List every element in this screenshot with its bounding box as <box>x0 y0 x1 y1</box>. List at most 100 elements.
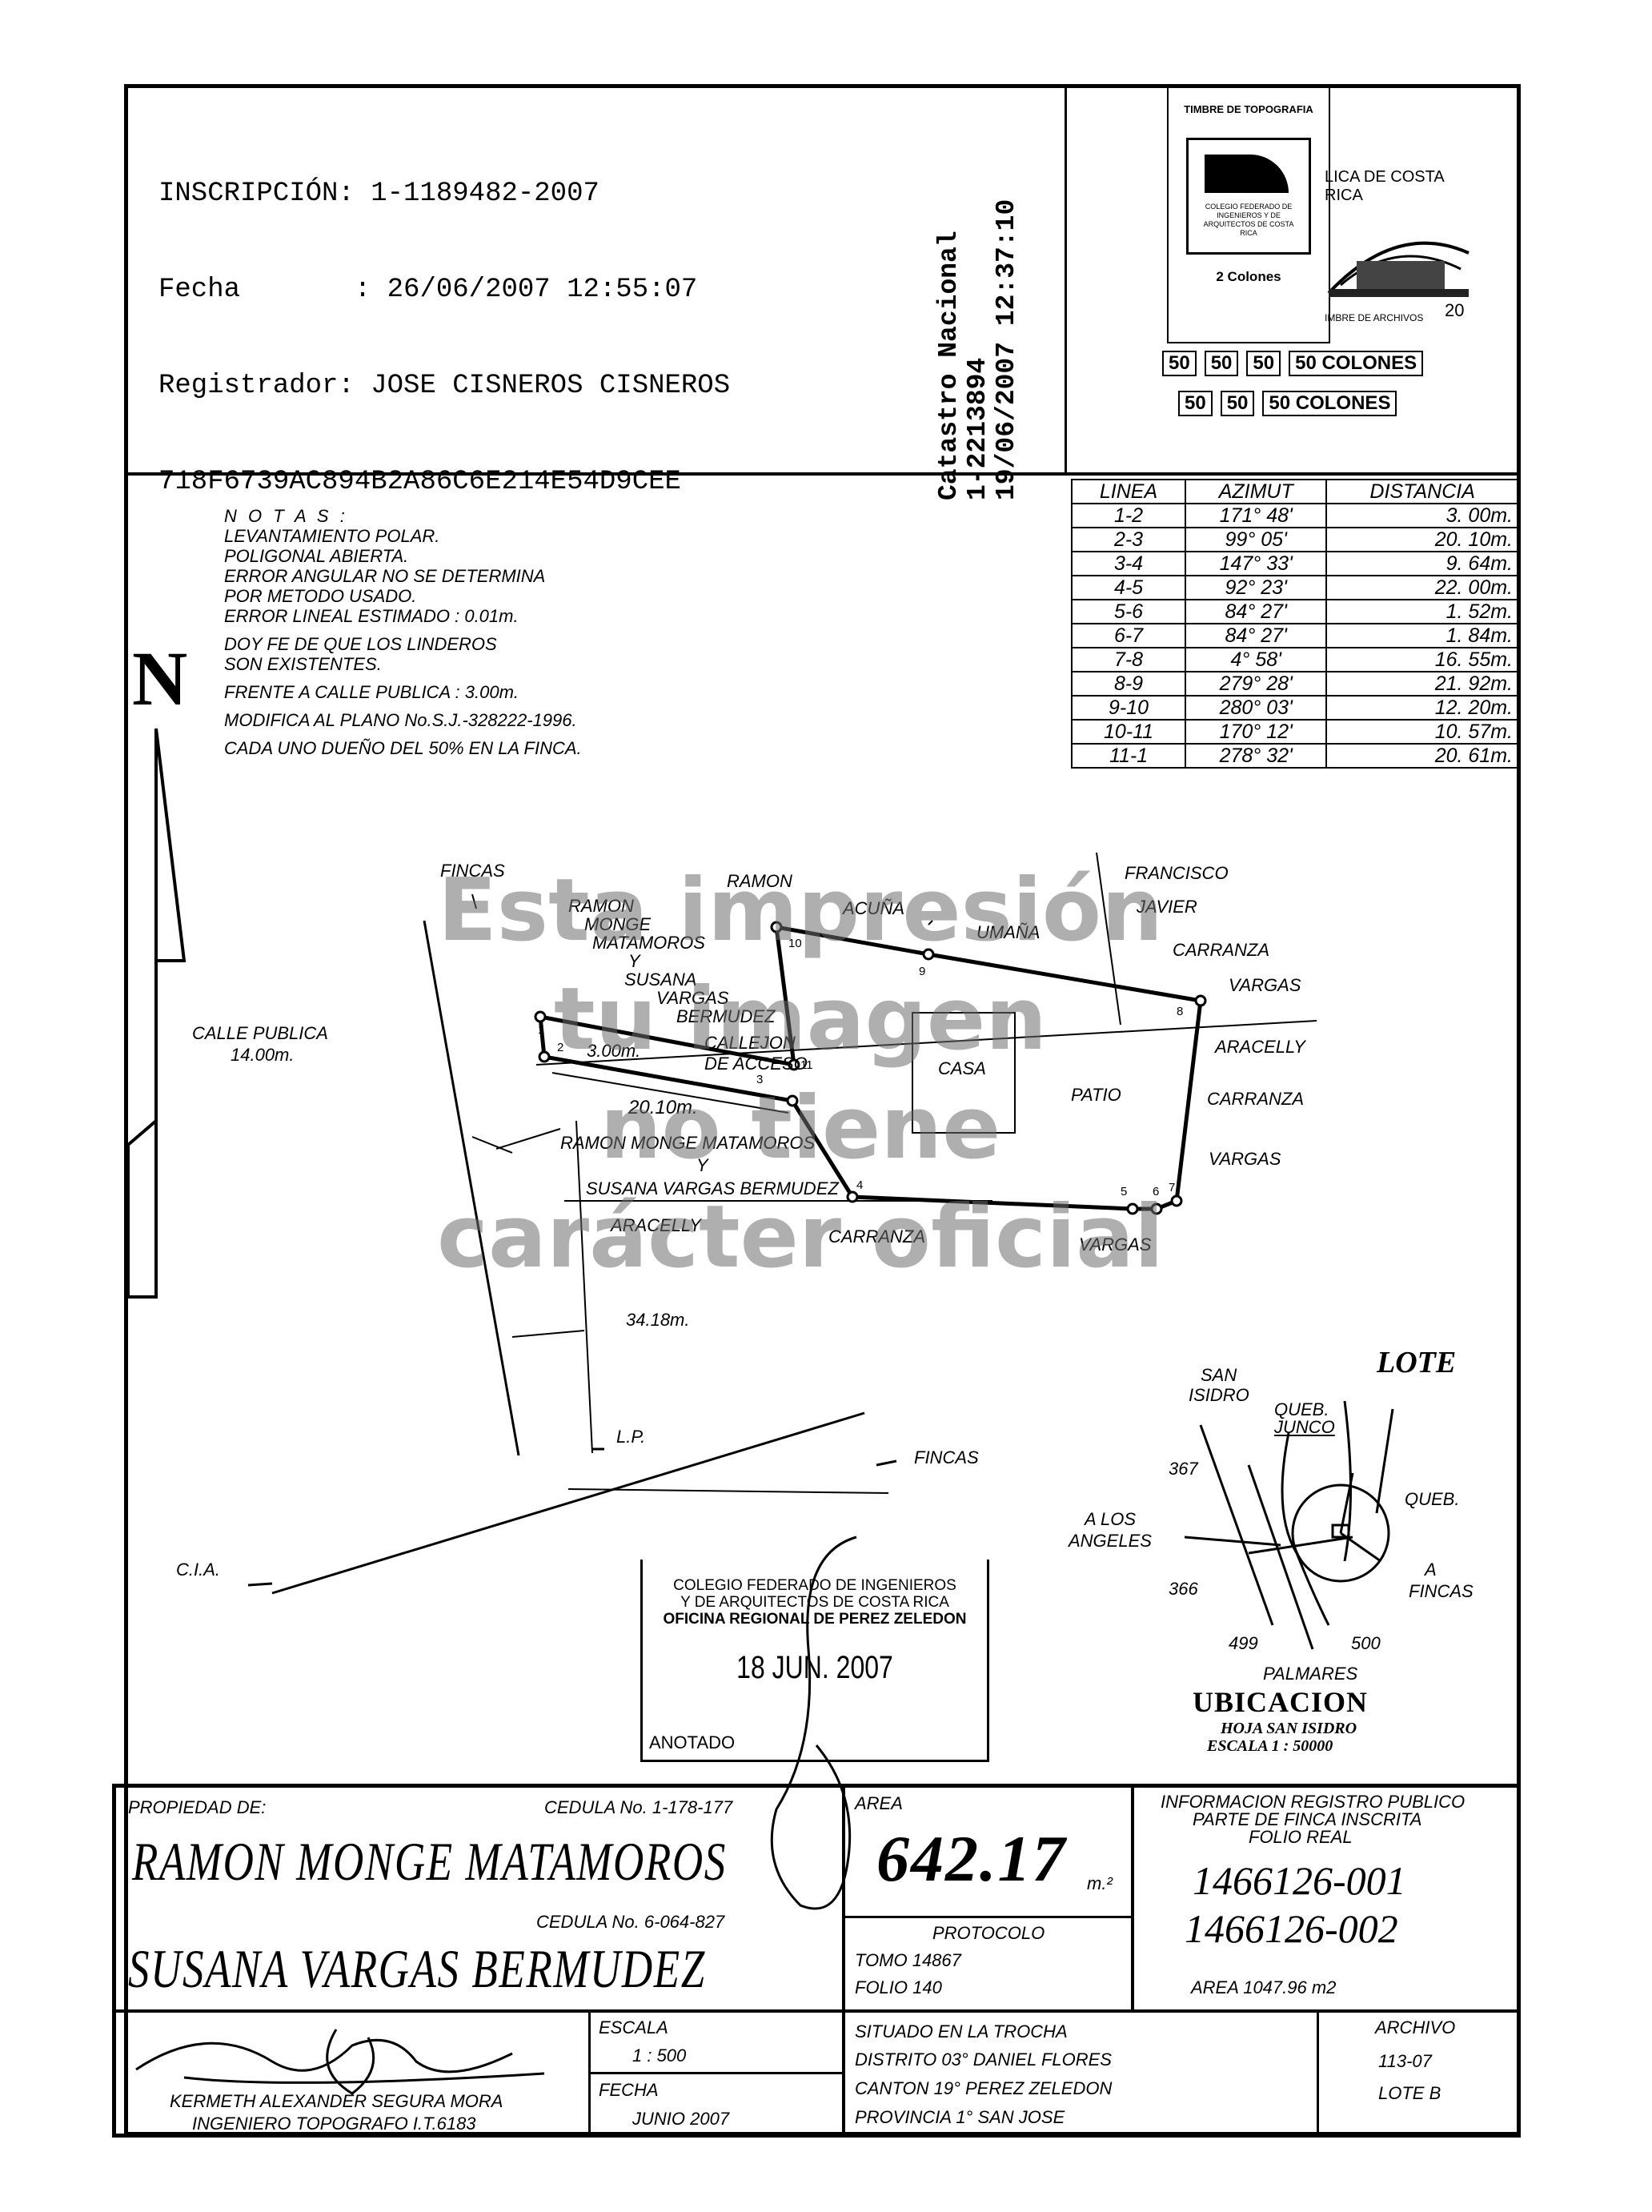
notes-line: ERROR ANGULAR NO SE DETERMINA <box>224 566 546 586</box>
notes-line: POLIGONAL ABIERTA. <box>224 546 409 566</box>
owner-nw-line: VARGAS <box>656 988 729 1008</box>
owner-nw-line: RAMON <box>568 896 634 916</box>
title-block-bottom <box>112 2134 1521 2138</box>
owner-nw-line: MATAMOROS <box>592 933 705 953</box>
archivo-value: 113-07 <box>1378 2051 1432 2071</box>
cell-distancia: 9. 64m. <box>1325 551 1519 576</box>
label-casa: CASA <box>938 1058 986 1078</box>
label-owner-south-1: RAMON MONGE MATAMOROS <box>560 1133 816 1153</box>
cell-linea: 5-6 <box>1070 599 1187 624</box>
label-owner-south-2: Y <box>696 1155 708 1175</box>
header-divider <box>124 472 1521 476</box>
cell-distancia: 20. 61m. <box>1325 743 1519 769</box>
label-francisco: FRANCISCO <box>1125 863 1229 883</box>
location-ubicacion: UBICACION <box>1193 1686 1369 1718</box>
area-value: 642.17 <box>876 1822 1067 1895</box>
notes-title: N O T A S : <box>224 506 348 526</box>
label-javier: JAVIER <box>1137 897 1197 917</box>
owner-nw-line: MONGE <box>584 914 652 934</box>
cell-azimut: 280° 03' <box>1185 695 1328 721</box>
republica-text: LICA DE COSTA RICA <box>1325 168 1444 204</box>
colegio-stamp-line3: OFICINA REGIONAL DE PEREZ ZELEDON <box>663 1611 967 1628</box>
label-vargas-top: VARGAS <box>1229 975 1301 995</box>
fecha-value: JUNIO 2007 <box>632 2109 730 2129</box>
notes-block: N O T A S : LEVANTAMIENTO POLAR. POLIGON… <box>224 506 582 758</box>
lote-value: LOTE B <box>1378 2083 1441 2103</box>
table-right-rule <box>1517 472 1521 801</box>
cell-azimut: 99° 05' <box>1185 527 1328 552</box>
cell-distancia: 12. 20m. <box>1325 695 1519 721</box>
cell-linea: 11-1 <box>1070 743 1187 769</box>
location-palmares: PALMARES <box>1263 1664 1358 1684</box>
cell-azimut: 4° 58' <box>1185 647 1328 672</box>
azimuth-table-header: LINEA AZIMUT DISTANCIA <box>1070 479 1519 504</box>
stamp-cell: 50 COLONES <box>1289 351 1424 376</box>
divider-registro <box>1131 1784 1134 2012</box>
watermark-line: Esta impresión <box>438 861 1163 961</box>
vertex-label: 8 <box>1177 1005 1184 1018</box>
label-dim-34m: 34.18m. <box>626 1310 690 1330</box>
cell-distancia: 21. 92m. <box>1325 671 1519 697</box>
engineer-signature <box>135 2029 545 2095</box>
label-cia: C.I.A. <box>176 1560 221 1580</box>
cell-linea: 3-4 <box>1070 551 1187 576</box>
label-ramon-top: RAMON <box>727 871 792 891</box>
cell-azimut: 147° 33' <box>1185 551 1328 576</box>
label-protocolo: PROTOCOLO <box>932 1923 1045 1943</box>
cell-linea: 10-11 <box>1070 719 1187 745</box>
cell-distancia: 1. 84m. <box>1325 623 1519 648</box>
cell-azimut: 170° 12' <box>1185 719 1328 745</box>
label-aracelly-east: ARACELLY <box>1215 1037 1305 1057</box>
label-fincas-top: FINCAS <box>440 861 505 881</box>
label-carranza-east: CARRANZA <box>1207 1089 1305 1109</box>
situado-line: DISTRITO 03° DANIEL FLORES <box>855 2049 1112 2069</box>
label-aracelly-south: ARACELLY <box>611 1215 701 1235</box>
cell-azimut: 171° 48' <box>1185 503 1328 528</box>
colegio-stamp-date: 18 JUN. 2007 <box>736 1650 893 1685</box>
location-map <box>1184 1400 1394 1650</box>
label-cedula-2: CEDULA No. 6-064-827 <box>536 1912 725 1932</box>
notes-line: ERROR LINEAL ESTIMADO : 0.01m. <box>224 606 519 626</box>
cell-distancia: 3. 00m. <box>1325 503 1519 528</box>
location-lote: LOTE <box>1377 1346 1457 1379</box>
vertex-label: 1 <box>538 1023 545 1037</box>
label-dim-3m: 3.00m. <box>587 1041 641 1061</box>
owner-nw-block: RAMON MONGE MATAMOROS Y SUSANA VARGAS BE… <box>568 897 775 1026</box>
vertex-label: 2 <box>557 1041 564 1054</box>
timbre-title: TIMBRE DE TOPOGRAFIA <box>1184 103 1313 115</box>
label-de-acceso: DE ACCESO <box>704 1054 808 1074</box>
inscription-block: INSCRIPCIÓN: 1-1189482-2007 Fecha : 26/0… <box>158 114 730 530</box>
stamp-cell: 50 <box>1204 351 1239 376</box>
notes-line: POR METODO USADO. <box>224 586 417 606</box>
label-propiedad-de: PROPIEDAD DE: <box>128 1797 267 1817</box>
colegio-stamp-anotado: ANOTADO <box>649 1732 736 1752</box>
label-owner-south-3: SUSANA VARGAS BERMUDEZ <box>586 1178 839 1198</box>
notes-line: DOY FE DE QUE LOS LINDEROS <box>224 634 497 654</box>
cell-linea: 7-8 <box>1070 647 1187 672</box>
label-area: AREA <box>855 1793 903 1813</box>
label-carranza-top: CARRANZA <box>1173 940 1270 960</box>
notes-line: MODIFICA AL PLANO No.S.J.-328222-1996. <box>224 710 577 730</box>
label-patio: PATIO <box>1071 1085 1121 1105</box>
cell-distancia: 1. 52m. <box>1325 599 1519 624</box>
location-fincas: FINCAS <box>1409 1581 1474 1601</box>
location-escala: ESCALA 1 : 50000 <box>1207 1737 1333 1755</box>
col-azimut: AZIMUT <box>1185 479 1328 504</box>
stamp-cell: 50 <box>1220 391 1255 416</box>
engineer-name: KERMETH ALEXANDER SEGURA MORA <box>170 2091 503 2111</box>
label-lp: L.P. <box>616 1427 646 1447</box>
north-arrow-icon <box>126 728 186 1299</box>
label-fecha: FECHA <box>599 2080 659 2100</box>
notes-line: CADA UNO DUEÑO DEL 50% EN LA FINCA. <box>224 738 582 758</box>
handwritten-signature <box>770 1536 857 1910</box>
situado-line: PROVINCIA 1° SAN JOSE <box>855 2107 1065 2127</box>
cell-linea: 1-2 <box>1070 503 1187 528</box>
